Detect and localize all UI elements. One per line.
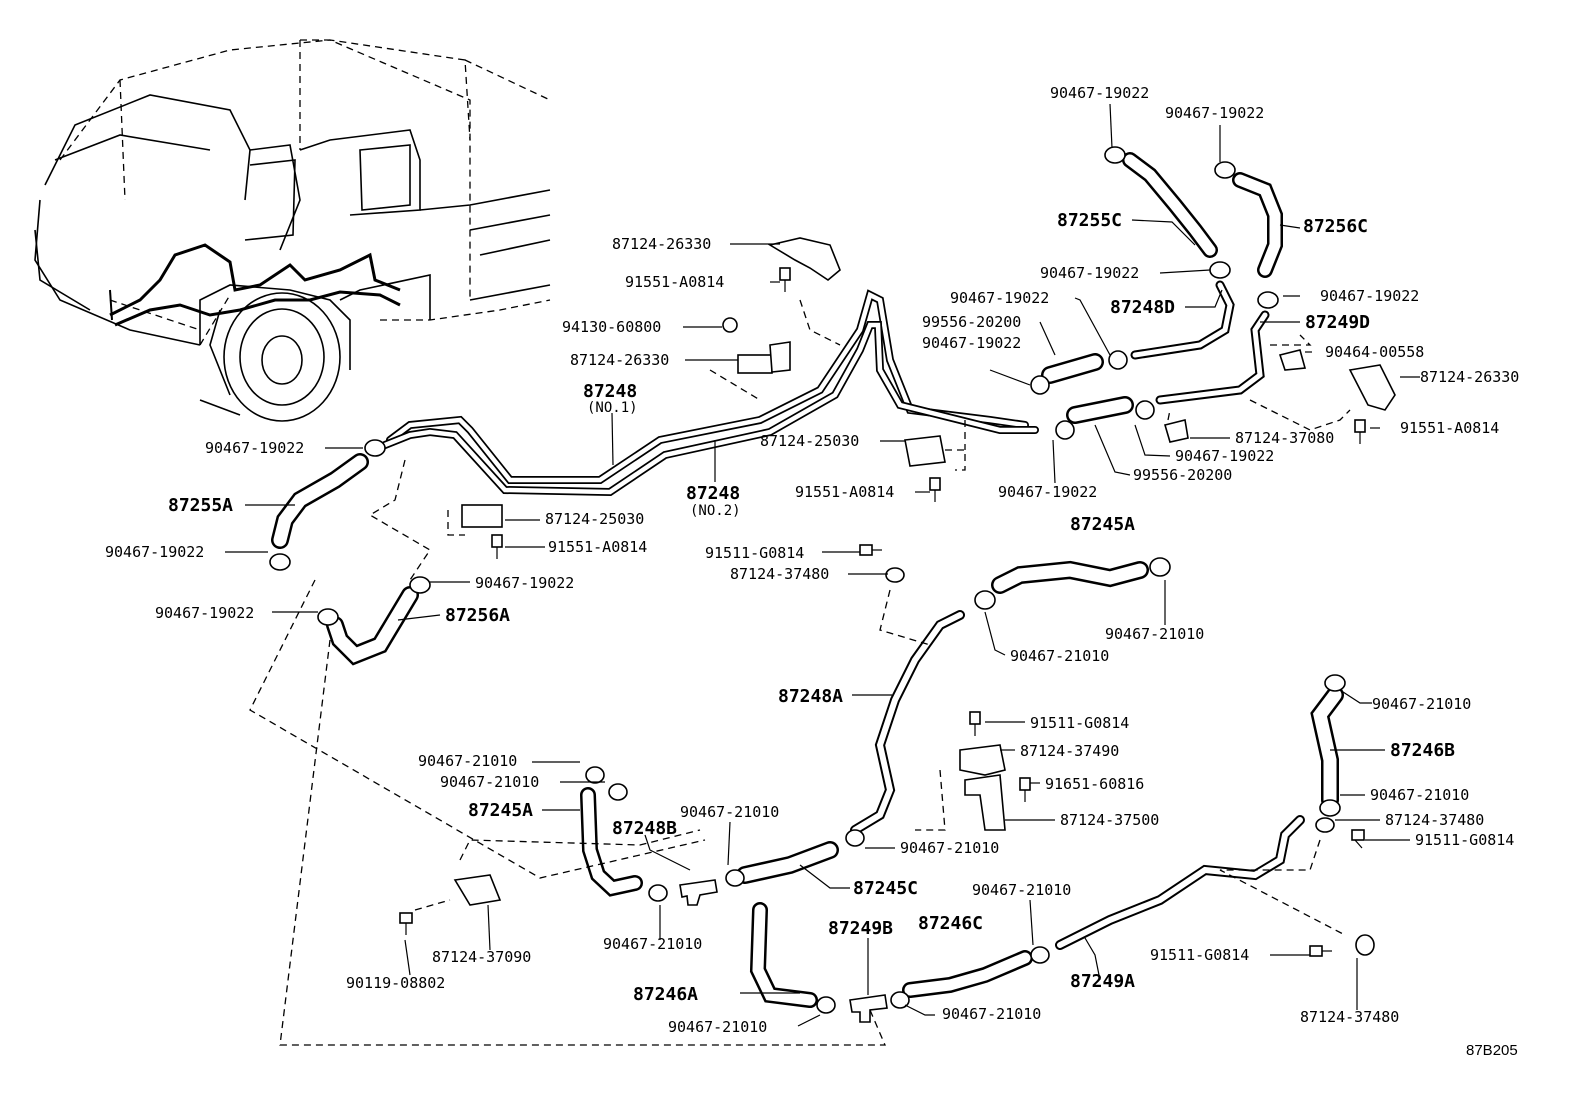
- part-number-label: 90119-08802: [346, 974, 446, 992]
- part-number-label: 90467-19022: [155, 604, 255, 622]
- part-number-label: 90467-21010: [418, 752, 518, 770]
- part-number-label: 87245A: [468, 800, 534, 821]
- part-number-label: 90467-21010: [1370, 786, 1470, 804]
- part-number-label: (NO.2): [690, 503, 741, 519]
- hoses: [271, 152, 1344, 1008]
- part-number-label: 90467-19022: [1320, 287, 1420, 305]
- hose-clamps: [269, 146, 1346, 1014]
- part-number-label: 90467-19022: [1050, 84, 1150, 102]
- part-number-label: 90467-21010: [668, 1018, 768, 1036]
- part-number-label: 90467-19022: [922, 334, 1022, 352]
- part-number-label: 87249B: [828, 918, 894, 939]
- part-number-label: 87245C: [853, 878, 919, 899]
- part-number-label: 91511-G0814: [705, 544, 805, 562]
- part-number-label: 91511-G0814: [1415, 831, 1515, 849]
- part-number-label: 90467-21010: [942, 1005, 1042, 1023]
- part-number-label: 87124-37480: [730, 565, 830, 583]
- part-number-label: 90467-21010: [440, 773, 540, 791]
- part-number-label: 87249A: [1070, 971, 1136, 992]
- part-number-label: 91551-A0814: [795, 483, 895, 501]
- part-number-label: 91651-60816: [1045, 775, 1145, 793]
- part-number-label: 87124-37090: [432, 948, 532, 966]
- part-number-label: 87255A: [168, 495, 234, 516]
- part-number-label: 87256C: [1303, 216, 1369, 237]
- part-number-label: 94130-60800: [562, 318, 662, 336]
- part-number-label: 87246C: [918, 913, 984, 934]
- part-number-label: 91551-A0814: [548, 538, 648, 556]
- part-number-label: 90467-19022: [1040, 264, 1140, 282]
- brackets: [453, 237, 1396, 956]
- leader-lines: [225, 103, 1420, 1027]
- part-number-label: 91551-A0814: [1400, 419, 1500, 437]
- part-number-label: 87124-25030: [545, 510, 645, 528]
- part-number-label: 87248: [583, 381, 638, 402]
- diagram-reference-id: 87B205: [1466, 1042, 1518, 1059]
- part-number-label: 90467-19022: [105, 543, 205, 561]
- reference-dashes: [249, 299, 1351, 1046]
- part-number-label: 91551-A0814: [625, 273, 725, 291]
- part-number-label: 87256A: [445, 605, 511, 626]
- part-number-label: 87245A: [1070, 514, 1136, 535]
- part-number-label: 90467-21010: [900, 839, 1000, 857]
- tee-fittings: [679, 879, 888, 1023]
- part-number-label: 87255C: [1057, 210, 1123, 231]
- part-number-label: 90467-21010: [603, 935, 703, 953]
- part-number-label: 90467-21010: [1105, 625, 1205, 643]
- part-number-label: 87124-37480: [1300, 1008, 1400, 1026]
- part-number-label: 87248: [686, 483, 741, 504]
- part-number-label: 90467-19022: [205, 439, 305, 457]
- part-number-label: 87124-37490: [1020, 742, 1120, 760]
- part-number-label: 87246A: [633, 984, 699, 1005]
- part-number-label: 90467-21010: [680, 803, 780, 821]
- bolts: [399, 267, 1366, 957]
- part-number-label: 87124-26330: [1420, 368, 1520, 386]
- part-number-label: 90467-21010: [972, 881, 1072, 899]
- part-number-label: 87124-37480: [1385, 811, 1485, 829]
- part-number-label: 90467-19022: [998, 483, 1098, 501]
- part-number-label: 87124-37080: [1235, 429, 1335, 447]
- part-number-label: 87246B: [1390, 740, 1456, 761]
- part-number-label: 87249D: [1305, 312, 1371, 333]
- part-number-label: 87248B: [612, 818, 678, 839]
- part-number-label: 87248D: [1110, 297, 1176, 318]
- part-number-label: 90464-00558: [1325, 343, 1425, 361]
- part-number-label: 87124-26330: [612, 235, 712, 253]
- part-number-label: 90467-21010: [1010, 647, 1110, 665]
- part-number-label: 90467-19022: [950, 289, 1050, 307]
- part-number-label: 90467-21010: [1372, 695, 1472, 713]
- part-number-label: 90467-19022: [1175, 447, 1275, 465]
- part-number-label: 87124-26330: [570, 351, 670, 369]
- part-number-label: 99556-20200: [922, 313, 1022, 331]
- truck-outline: [34, 39, 551, 422]
- part-number-label: 91511-G0814: [1030, 714, 1130, 732]
- part-number-label: 90467-19022: [1165, 104, 1265, 122]
- part-number-label: (NO.1): [587, 400, 638, 416]
- part-number-label: 90467-19022: [475, 574, 575, 592]
- part-number-label: 87124-37500: [1060, 811, 1160, 829]
- part-number-label: 99556-20200: [1133, 466, 1233, 484]
- part-number-label: 91511-G0814: [1150, 946, 1250, 964]
- part-number-label: 87248A: [778, 686, 844, 707]
- part-number-label: 87124-25030: [760, 432, 860, 450]
